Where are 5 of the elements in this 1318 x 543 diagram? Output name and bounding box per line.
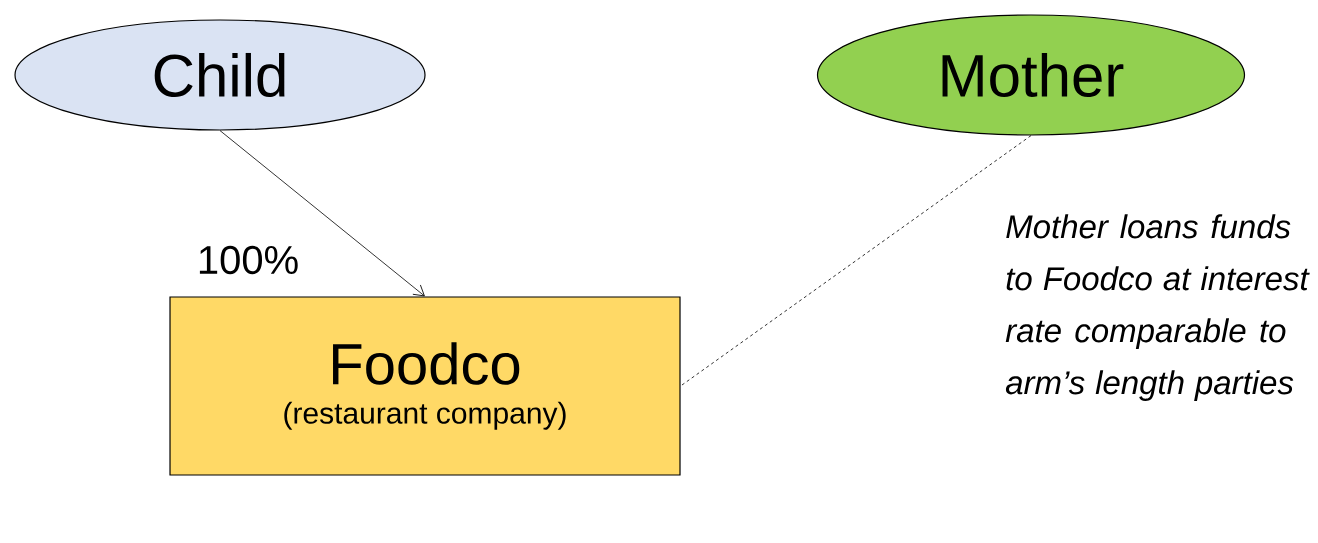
arrow	[219, 130, 425, 297]
company-box: Foodco (restaurant company)	[169, 296, 681, 476]
connector-line	[680, 135, 1032, 387]
edge-label: 100%	[199, 245, 298, 275]
note-text: Mother loans funds to Foodco at interest rate comparable to arm’s length parties	[1005, 214, 1310, 401]
